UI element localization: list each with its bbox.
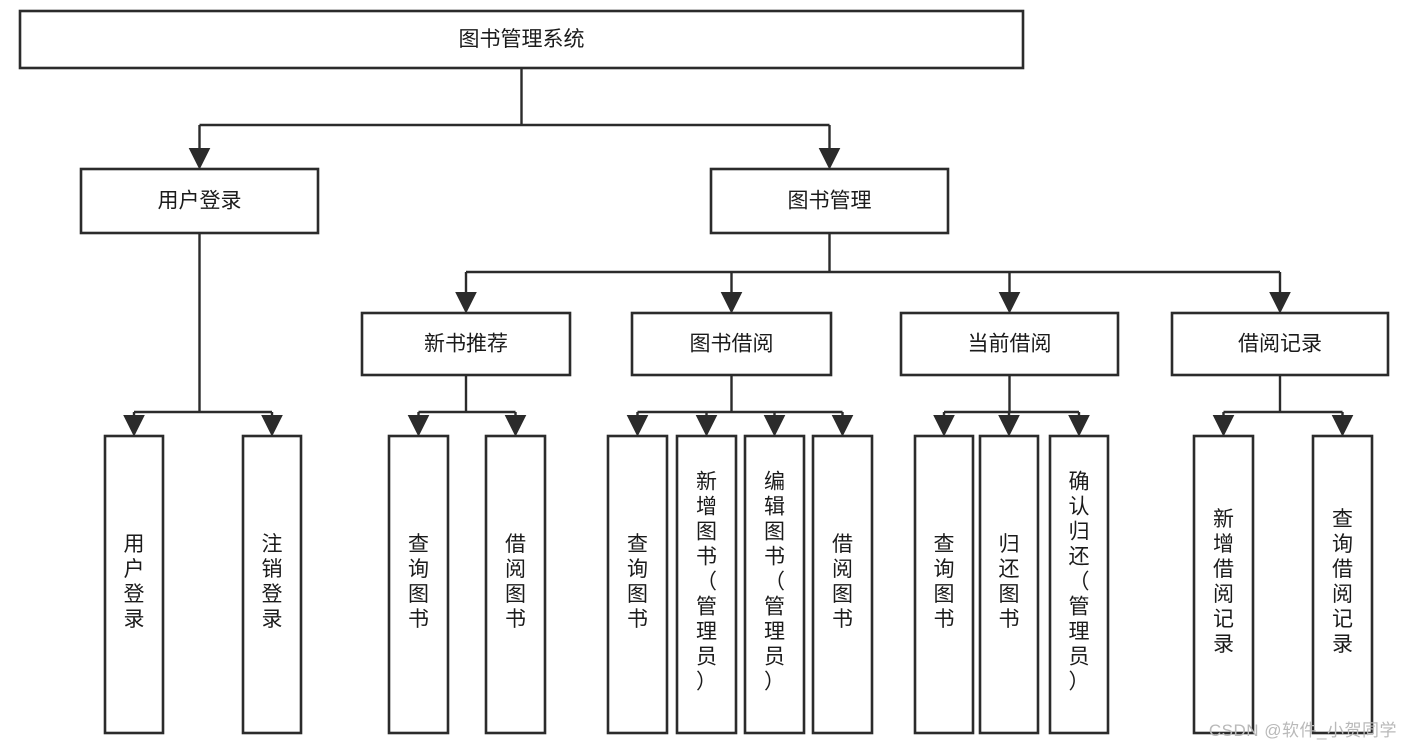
node-box-borrow-query-book (606, 434, 669, 735)
node-box-borrow-add-book (675, 434, 738, 735)
node-box-record-query (1311, 434, 1374, 735)
node-box-recommend-borrow-book (484, 434, 547, 735)
node-box-current-return-book (978, 434, 1040, 735)
node-label-book-management: 图书管理 (788, 190, 872, 213)
node-user-logout[interactable]: 注销登录 (241, 434, 303, 735)
node-book-management[interactable]: 图书管理 (709, 167, 950, 235)
node-box-user-login-do (103, 434, 165, 735)
node-box-book-management (709, 167, 950, 235)
node-label-user-login-do: 用户登录 (124, 533, 145, 631)
node-recommend-query-book[interactable]: 查询图书 (387, 434, 450, 735)
node-label-borrow-add-book: 新增图书（管理员） (696, 471, 717, 694)
node-box-borrow-borrow-book (811, 434, 874, 735)
node-box-root (18, 9, 1025, 70)
node-user-login-do[interactable]: 用户登录 (103, 434, 165, 735)
node-box-user-logout (241, 434, 303, 735)
node-current-confirm-return[interactable]: 确认归还（管理员） (1048, 434, 1110, 735)
node-book-borrow[interactable]: 图书借阅 (630, 311, 833, 377)
node-box-borrow-edit-book (743, 434, 806, 735)
node-borrow-edit-book[interactable]: 编辑图书（管理员） (743, 434, 806, 735)
node-label-user-logout: 注销登录 (262, 533, 283, 631)
node-label-book-borrow: 图书借阅 (690, 333, 774, 356)
node-box-record-add (1192, 434, 1255, 735)
node-box-book-borrow (630, 311, 833, 377)
node-box-user-login (79, 167, 320, 235)
node-box-new-book-recommend (360, 311, 572, 377)
node-label-current-confirm-return: 确认归还（管理员） (1069, 471, 1090, 694)
node-recommend-borrow-book[interactable]: 借阅图书 (484, 434, 547, 735)
csdn-watermark: CSDN @软件_小贺同学 (1208, 721, 1397, 740)
node-borrow-records[interactable]: 借阅记录 (1170, 311, 1390, 377)
node-box-recommend-query-book (387, 434, 450, 735)
node-label-current-borrow: 当前借阅 (968, 333, 1052, 356)
node-label-record-query: 查询借阅记录 (1332, 508, 1353, 656)
node-box-current-query-book (913, 434, 975, 735)
node-current-borrow[interactable]: 当前借阅 (899, 311, 1120, 377)
node-label-user-login: 用户登录 (158, 190, 242, 213)
node-label-new-book-recommend: 新书推荐 (424, 333, 508, 356)
connector-layer (123, 68, 1354, 437)
node-label-current-return-book: 归还图书 (999, 533, 1020, 631)
node-record-add[interactable]: 新增借阅记录 (1192, 434, 1255, 735)
node-borrow-add-book[interactable]: 新增图书（管理员） (675, 434, 738, 735)
node-label-borrow-borrow-book: 借阅图书 (832, 533, 853, 631)
node-label-borrow-records: 借阅记录 (1238, 333, 1322, 356)
node-box-current-borrow (899, 311, 1120, 377)
node-borrow-borrow-book[interactable]: 借阅图书 (811, 434, 874, 735)
node-label-borrow-edit-book: 编辑图书（管理员） (764, 471, 785, 694)
node-label-current-query-book: 查询图书 (934, 533, 955, 631)
node-current-query-book[interactable]: 查询图书 (913, 434, 975, 735)
node-box-current-confirm-return (1048, 434, 1110, 735)
node-label-borrow-query-book: 查询图书 (627, 533, 648, 631)
node-record-query[interactable]: 查询借阅记录 (1311, 434, 1374, 735)
node-label-recommend-borrow-book: 借阅图书 (505, 533, 526, 631)
node-user-login[interactable]: 用户登录 (79, 167, 320, 235)
node-label-recommend-query-book: 查询图书 (408, 533, 429, 631)
node-box-borrow-records (1170, 311, 1390, 377)
node-label-root: 图书管理系统 (459, 28, 585, 51)
node-layer: 图书管理系统用户登录图书管理用户登录注销登录新书推荐查询图书借阅图书图书借阅查询… (18, 9, 1390, 735)
node-root[interactable]: 图书管理系统 (18, 9, 1025, 70)
node-new-book-recommend[interactable]: 新书推荐 (360, 311, 572, 377)
node-borrow-query-book[interactable]: 查询图书 (606, 434, 669, 735)
node-current-return-book[interactable]: 归还图书 (978, 434, 1040, 735)
node-label-record-add: 新增借阅记录 (1213, 508, 1234, 656)
